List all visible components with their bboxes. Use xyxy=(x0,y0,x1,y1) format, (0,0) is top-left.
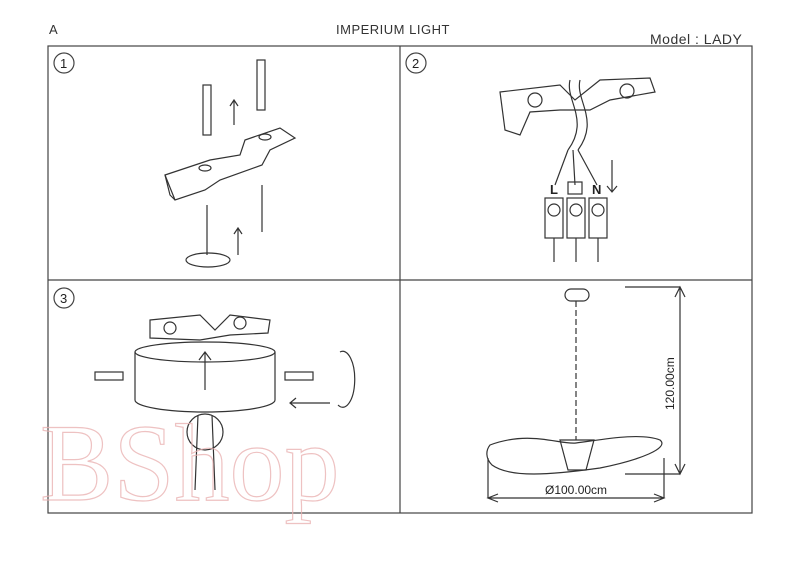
screw-icon xyxy=(94,371,124,381)
ground-terminal xyxy=(567,181,583,195)
wire-label-neutral: N xyxy=(592,182,601,197)
wall-plug-icon xyxy=(256,59,266,111)
step-1-number: 1 xyxy=(60,56,67,71)
screw-icon xyxy=(284,371,314,381)
watermark: BShop xyxy=(40,402,340,524)
model-label: Model : LADY xyxy=(650,31,743,47)
step-1-circle xyxy=(53,52,75,74)
hat-shade xyxy=(486,435,663,475)
panel-4-dimensions xyxy=(486,285,686,503)
step-3-circle xyxy=(53,287,75,309)
wire-label-live: L xyxy=(550,182,558,197)
panel-1-bracket-mounting xyxy=(164,59,297,268)
brand-title: IMPERIUM LIGHT xyxy=(336,22,450,37)
sheet-letter: A xyxy=(49,22,59,37)
step-2-circle xyxy=(405,52,427,74)
wall-plug-icon xyxy=(202,84,212,136)
step-2-number: 2 xyxy=(412,56,419,71)
canopy xyxy=(564,288,590,302)
panel-2-wiring xyxy=(499,77,656,262)
step-3-number: 3 xyxy=(60,291,67,306)
diameter-label: Ø100.00cm xyxy=(545,483,607,497)
height-label: 120.00cm xyxy=(663,357,677,410)
panel-3-canopy-fixing xyxy=(94,314,356,491)
